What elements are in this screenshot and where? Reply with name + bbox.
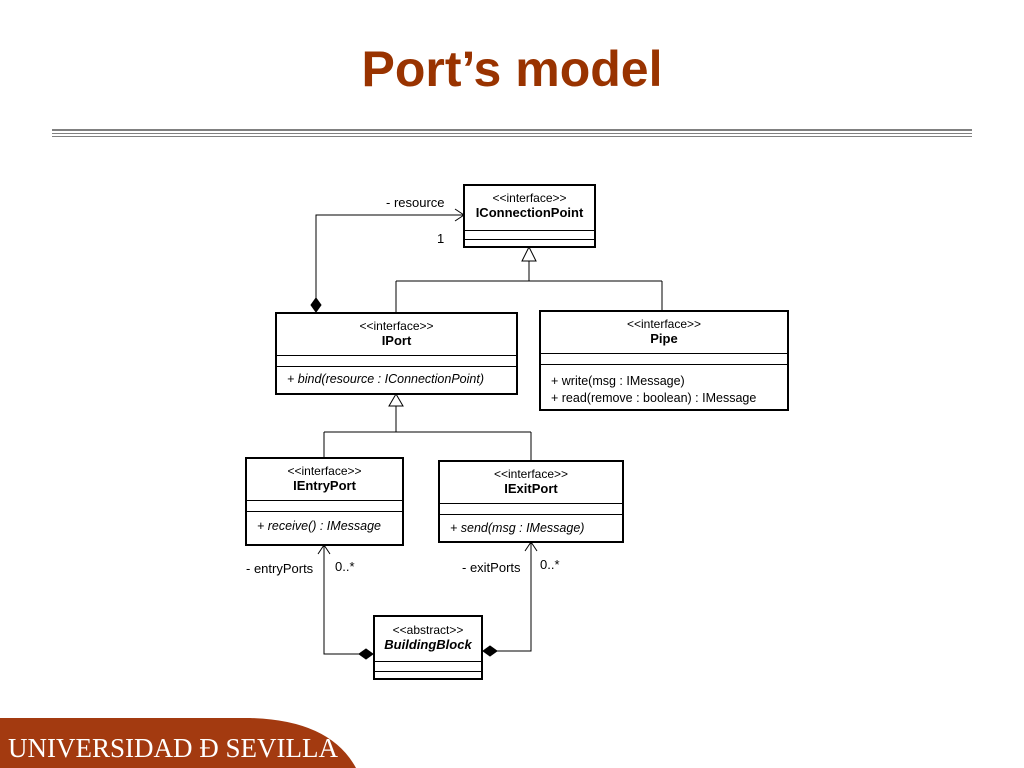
operation-iport-bind: + bind(resource : IConnectionPoint) xyxy=(287,372,484,386)
role-resource: - resource xyxy=(386,195,445,210)
classname-ientryport: IEntryPort xyxy=(293,478,356,493)
composition-diamond-entry xyxy=(358,648,374,660)
class-iexitport: <<interface>> IExitPort + send(msg : IMe… xyxy=(438,460,624,543)
stereotype-iport: <<interface>> xyxy=(359,319,434,333)
classname-iport: IPort xyxy=(381,333,412,348)
generalization-entry-exit xyxy=(323,406,532,460)
multiplicity-entry-ports: 0..* xyxy=(335,559,355,574)
class-pipe: <<interface>> Pipe + write(msg : IMessag… xyxy=(539,310,789,411)
operation-pipe-read: + read(remove : boolean) : IMessage xyxy=(551,391,757,405)
title-rule-bottom xyxy=(52,136,972,137)
operation-iexitport-send: + send(msg : IMessage) xyxy=(450,521,585,535)
classname-iexitport: IExitPort xyxy=(504,481,558,496)
title-rule-middle xyxy=(52,133,972,134)
composition-diamond-iport xyxy=(310,297,322,313)
composition-diamond-exit xyxy=(482,645,498,657)
classname-buildingblock: BuildingBlock xyxy=(384,637,472,652)
association-resource xyxy=(315,208,465,298)
stereotype-iexitport: <<interface>> xyxy=(493,467,569,481)
multiplicity-exit-ports: 0..* xyxy=(540,557,560,572)
title-rule-top xyxy=(52,129,972,131)
slide-title: Port’s model xyxy=(361,41,663,97)
generalization-arrow-iport xyxy=(388,393,404,407)
classname-iconnectionpoint: IConnectionPoint xyxy=(475,205,584,220)
role-exit-ports: - exitPorts xyxy=(462,560,521,575)
class-iport: <<interface>> IPort + bind(resource : IC… xyxy=(275,312,518,395)
operation-ientryport-receive: + receive() : IMessage xyxy=(257,519,382,533)
university-logo-text: UNIVERSIDAD Ð SEVILLA xyxy=(8,733,338,763)
classname-pipe: Pipe xyxy=(650,331,678,346)
stereotype-buildingblock: <<abstract>> xyxy=(392,623,464,637)
stereotype-ientryport: <<interface>> xyxy=(287,464,362,478)
class-iconnectionpoint: <<interface>> IConnectionPoint xyxy=(463,184,596,248)
class-buildingblock: <<abstract>> BuildingBlock xyxy=(373,615,483,680)
role-entry-ports: - entryPorts xyxy=(246,561,314,576)
class-ientryport: <<interface>> IEntryPort + receive() : I… xyxy=(245,457,404,546)
stereotype-pipe: <<interface>> xyxy=(626,317,702,331)
generalization-arrow-iconnectionpoint xyxy=(521,245,537,262)
association-exit-ports xyxy=(497,541,538,652)
footer-band xyxy=(0,718,356,768)
operation-pipe-write: + write(msg : IMessage) xyxy=(551,374,685,388)
multiplicity-resource: 1 xyxy=(437,231,445,246)
stereotype-iconnectionpoint: <<interface>> xyxy=(492,191,567,205)
generalization-iport-pipe xyxy=(395,261,663,312)
